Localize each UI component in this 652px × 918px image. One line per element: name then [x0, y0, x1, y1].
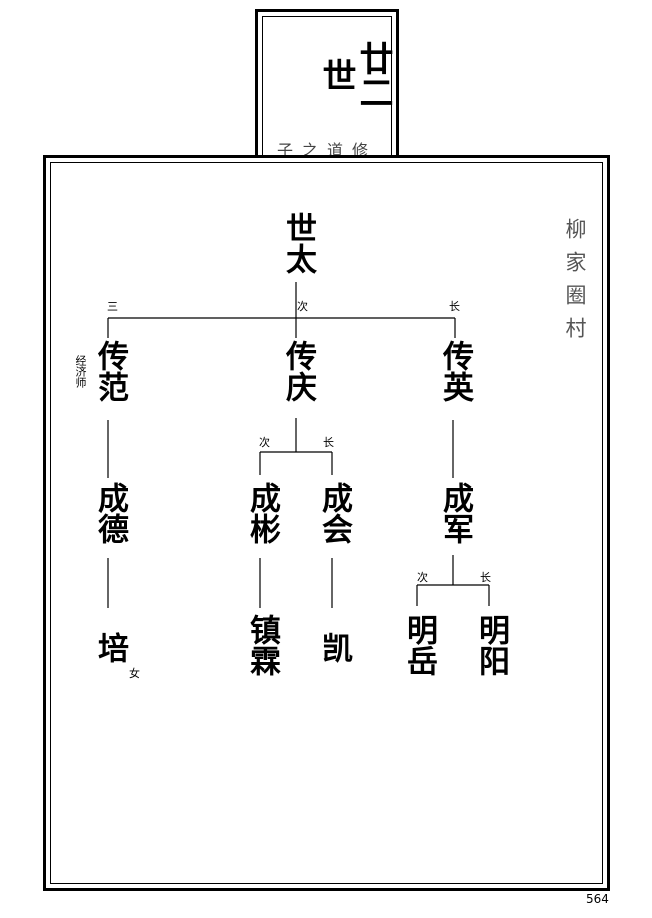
person-name: 凯: [316, 632, 352, 663]
person-name: 成德: [92, 482, 128, 544]
rank-label: 长: [449, 300, 460, 313]
page-frame: [43, 155, 610, 891]
rank-label: 次: [297, 300, 308, 313]
rank-label: 三: [107, 300, 118, 313]
person-name: 传英: [437, 340, 473, 402]
village-name: 柳家圈村: [563, 218, 587, 350]
page-number: 564: [586, 892, 609, 906]
rank-label: 长: [480, 571, 491, 584]
occupation-note: 经济师: [74, 355, 87, 388]
generation-title: 廿二世: [316, 41, 393, 109]
person-name: 成军: [437, 482, 473, 544]
person-name: 镇霖: [244, 614, 280, 676]
rank-label: 长: [323, 436, 334, 449]
rank-label: 次: [417, 571, 428, 584]
person-name: 成彬: [244, 482, 280, 544]
rank-label: 次: [259, 436, 270, 449]
person-name: 传范: [92, 340, 128, 402]
person-name: 明岳: [401, 614, 437, 676]
person-name: 传庆: [280, 340, 316, 402]
person-name: 明阳: [473, 614, 509, 676]
generation-header-box: 廿二世 子之道修: [255, 9, 399, 160]
person-name: 培: [92, 632, 128, 663]
person-name: 成会: [316, 482, 352, 544]
root-name: 世太: [280, 212, 316, 274]
gender-note: 女: [129, 667, 140, 680]
